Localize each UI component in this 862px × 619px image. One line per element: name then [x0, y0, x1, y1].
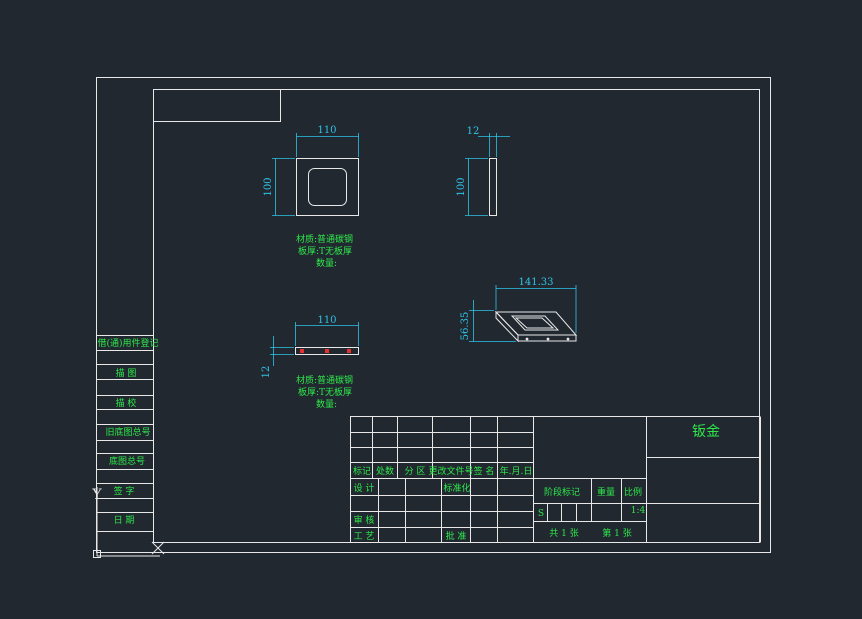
- approve-label: 批 准: [446, 530, 467, 542]
- title-block: 钣金 标记 处数 分 区 更改文件号 签 名 年.月.日 设 计 标准化 审 核…: [350, 416, 761, 543]
- outer-border: [96, 77, 771, 553]
- note-top-thickness: 板厚:T无板厚: [298, 245, 352, 257]
- strip-label-5: 签 字: [114, 485, 135, 497]
- ucs-y-label: Y: [91, 487, 102, 503]
- dim-bottom-width: 110: [317, 315, 336, 326]
- isometric-view[interactable]: 141.33 56.35: [460, 277, 578, 343]
- hole-marker: [525, 337, 529, 341]
- sheet-number: 第 1 张: [602, 527, 631, 539]
- rev-doc-label: 更改文件号: [428, 465, 473, 477]
- strip-label-0: 借(通)用件登记: [97, 337, 158, 349]
- standardize-label: 标准化: [443, 482, 470, 494]
- rev-sign-label: 签 名: [474, 465, 495, 477]
- strip-label-1: 描 图: [116, 367, 137, 379]
- dim-bottom-thickness: 12: [261, 366, 272, 379]
- crosshair-cursor-icon: [151, 541, 165, 555]
- process-label: 工 艺: [354, 531, 375, 542]
- strip-label-4: 底图总号: [109, 455, 145, 467]
- note-bottom-material: 材质:普通碳钢: [296, 374, 353, 386]
- dim-front-height: 100: [263, 177, 274, 196]
- front-view[interactable]: 110 100: [263, 125, 359, 216]
- dim-iso-height: 56.35: [460, 312, 471, 341]
- note-bottom-quantity: 数量:: [316, 398, 337, 410]
- weight-label: 重量: [597, 486, 615, 498]
- code-box: [153, 89, 281, 122]
- part-name: 钣金: [692, 424, 720, 440]
- strip-label-6: 日 期: [114, 515, 135, 526]
- note-top-material: 材质:普通碳钢: [296, 233, 353, 245]
- note-top-quantity: 数量:: [316, 257, 337, 269]
- scale-value: 1:4: [631, 506, 646, 516]
- rev-zone-label: 分 区: [405, 466, 426, 477]
- sheets-total: 共 1 张: [549, 528, 578, 539]
- hole-marker: [347, 349, 351, 353]
- hole-marker: [325, 349, 329, 353]
- hole-marker: [566, 337, 570, 341]
- note-bottom-thickness: 板厚:T无板厚: [298, 386, 352, 398]
- ucs-icon: Y: [91, 487, 160, 558]
- rev-mark-label: 标记: [353, 465, 371, 477]
- dim-front-width: 110: [317, 125, 336, 136]
- scale-label: 比例: [624, 486, 642, 498]
- design-label: 设 计: [354, 482, 375, 494]
- stage-s-value: S: [538, 509, 544, 519]
- top-notes: 材质:普通碳钢 板厚:T无板厚 数量:: [296, 233, 353, 269]
- dim-side-height: 100: [456, 177, 467, 196]
- side-view[interactable]: 12 100: [456, 126, 510, 216]
- dim-side-thickness: 12: [467, 126, 480, 137]
- hole-marker: [300, 349, 304, 353]
- strip-label-2: 描 校: [116, 397, 137, 409]
- bottom-notes: 材质:普通碳钢 板厚:T无板厚 数量:: [296, 374, 353, 410]
- rev-date-label: 年.月.日: [500, 465, 533, 477]
- dim-iso-width: 141.33: [519, 277, 554, 288]
- rev-count-label: 处数: [376, 465, 394, 477]
- hole-marker: [546, 337, 550, 341]
- side-strip: 借(通)用件登记 描 图 描 校 旧底图总号 底图总号 签 字 日 期: [96, 335, 159, 532]
- bottom-view[interactable]: 110 12: [261, 315, 359, 378]
- strip-label-3: 旧底图总号: [105, 426, 150, 438]
- review-label: 审 核: [354, 514, 375, 526]
- stage-mark-label: 阶段标记: [544, 486, 580, 498]
